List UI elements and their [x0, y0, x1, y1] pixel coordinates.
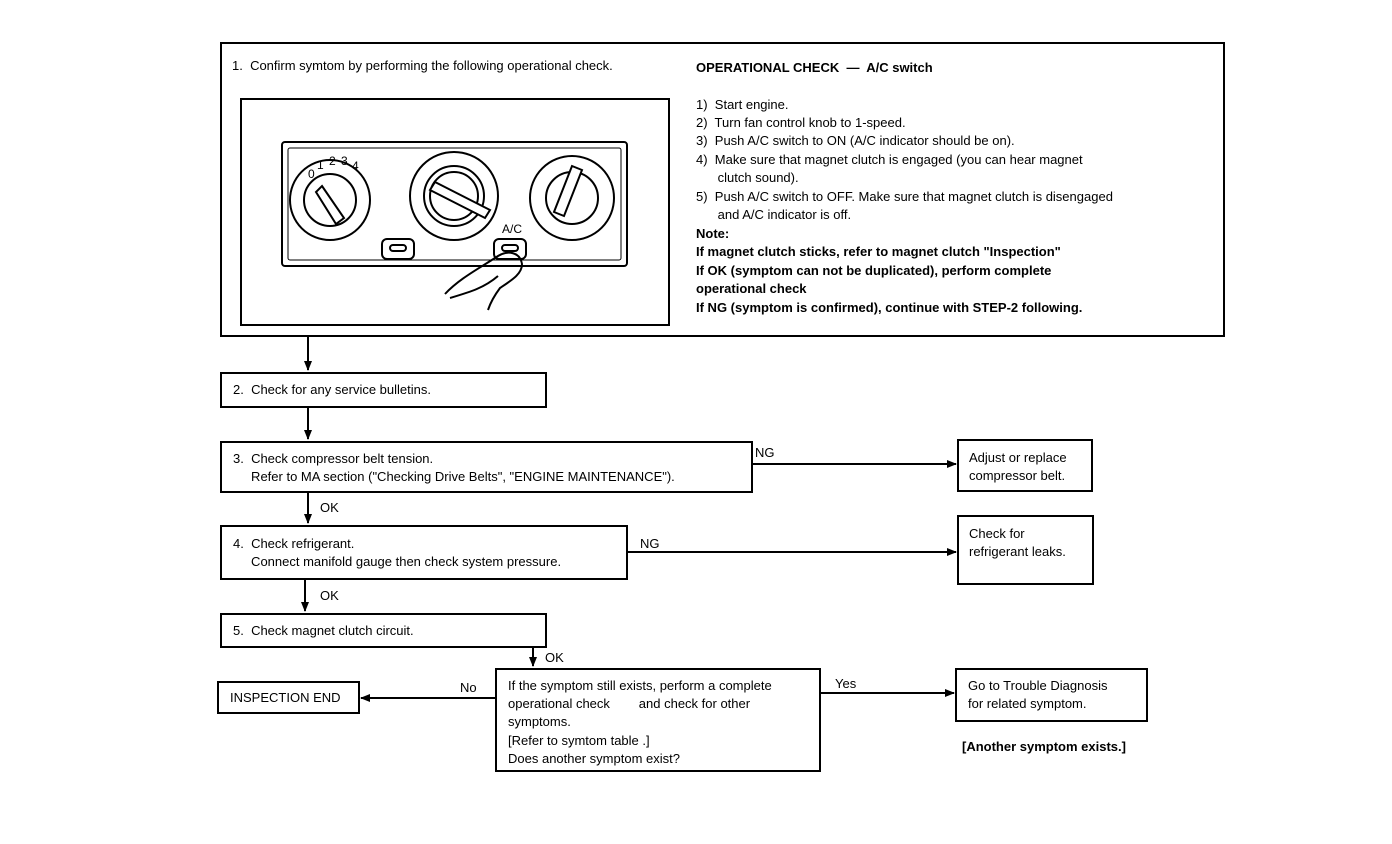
ac-control-panel-illustration: 0 1 2 3 4 A/C: [281, 141, 628, 311]
decision-line4: [Refer to symtom table .]: [508, 733, 650, 748]
inspection-end-label: INSPECTION END: [230, 690, 341, 705]
step2-box: [220, 372, 547, 408]
step1-label: 1. Confirm symtom by performing the foll…: [232, 58, 613, 73]
op-step-4-cont: clutch sound).: [696, 170, 799, 185]
decision-line3: symptoms.: [508, 714, 571, 729]
note-4: If NG (symptom is confirmed), continue w…: [696, 300, 1083, 315]
decision-yes-label: Yes: [835, 676, 857, 691]
op-step-1: 1) Start engine.: [696, 97, 789, 112]
op-check-title: OPERATIONAL CHECK — A/C switch: [696, 60, 933, 75]
note-2: If OK (symptom can not be duplicated), p…: [696, 263, 1052, 278]
step4-result-line2: refrigerant leaks.: [969, 544, 1066, 559]
another-symptom-note: [Another symptom exists.]: [962, 739, 1126, 754]
decision-no-label: No: [460, 680, 477, 695]
decision-line5: Does another symptom exist?: [508, 751, 680, 766]
op-step-2: 2) Turn fan control knob to 1-speed.: [696, 115, 906, 130]
decision-line1: If the symptom still exists, perform a c…: [508, 678, 772, 693]
note-label: Note:: [696, 226, 730, 241]
step5-ok-label: OK: [545, 650, 564, 665]
step4-ng-label: NG: [640, 536, 660, 551]
step4-line2: Connect manifold gauge then check system…: [233, 554, 562, 569]
op-step-4: 4) Make sure that magnet clutch is engag…: [696, 152, 1083, 167]
step3-line1: 3. Check compressor belt tension.: [233, 451, 434, 466]
step3-ok-label: OK: [320, 500, 339, 515]
note-1: If magnet clutch sticks, refer to magnet…: [696, 244, 1061, 259]
fan-speed-4: 4: [352, 159, 359, 173]
step4-line1: 4. Check refrigerant.: [233, 536, 355, 551]
inspection-end-box: [217, 681, 360, 714]
step3-result-line2: compressor belt.: [969, 468, 1066, 483]
step3-result-line1: Adjust or replace: [969, 450, 1067, 465]
op-step-5-cont: and A/C indicator is off.: [696, 207, 852, 222]
decision-line2: operational check and check for other: [508, 696, 751, 711]
trouble-diagnosis-box: [955, 668, 1148, 722]
fan-speed-2: 2: [329, 154, 336, 168]
step4-result-box: [957, 515, 1094, 585]
illustration-frame: [240, 98, 670, 326]
step2-label: 2. Check for any service bulletins.: [233, 382, 431, 397]
step4-box: [220, 525, 628, 580]
step3-box: [220, 441, 753, 493]
fan-speed-1: 1: [317, 158, 324, 172]
step4-result-line1: Check for: [969, 526, 1025, 541]
op-step-5: 5) Push A/C switch to OFF. Make sure tha…: [696, 189, 1113, 204]
step4-ok-label: OK: [320, 588, 339, 603]
step3-line2: Refer to MA section ("Checking Drive Bel…: [233, 469, 675, 484]
note-3: operational check: [696, 281, 807, 296]
step5-label: 5. Check magnet clutch circuit.: [233, 623, 414, 638]
ac-button-label: A/C: [502, 222, 522, 236]
step3-result-box: [957, 439, 1093, 492]
fan-speed-3: 3: [341, 154, 348, 168]
step5-box: [220, 613, 547, 648]
trouble-diagnosis-line1: Go to Trouble Diagnosis: [968, 678, 1108, 693]
op-step-3: 3) Push A/C switch to ON (A/C indicator …: [696, 133, 1015, 148]
step3-ng-label: NG: [755, 445, 775, 460]
decision-box: [495, 668, 821, 772]
trouble-diagnosis-line2: for related symptom.: [968, 696, 1087, 711]
fan-speed-0: 0: [308, 167, 315, 181]
